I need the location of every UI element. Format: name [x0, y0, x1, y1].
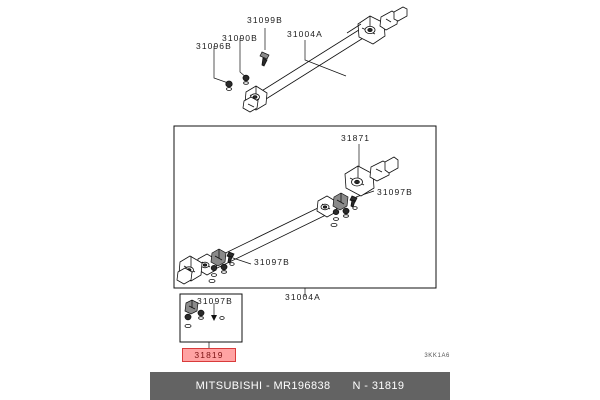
footer-brand: MITSUBISHI - MR196838	[195, 380, 331, 392]
footer-bar: MITSUBISHI - MR196838 N - 31819	[150, 372, 450, 400]
label-detail-31097b: 31097B	[197, 296, 233, 306]
detail-box-parts	[184, 299, 225, 348]
middle-front-joint	[176, 248, 235, 285]
top-front-yoke	[242, 85, 268, 113]
detail-box-frame	[179, 293, 243, 343]
top-shaft-group	[213, 6, 408, 113]
top-rear-slip-yoke	[346, 6, 408, 45]
label-31096b: 31096B	[196, 41, 232, 51]
diagram-code: 3KK1A6	[424, 353, 450, 359]
highlighted-part-number-box[interactable]: 31819	[182, 348, 236, 362]
label-31097b-right: 31097B	[377, 187, 413, 197]
center-bearing-yoke	[344, 156, 399, 197]
footer-reference: N - 31819	[352, 380, 405, 392]
label-31099b: 31099B	[247, 15, 283, 25]
label-31004a-mid: 31004A	[285, 292, 321, 302]
middle-rear-joint	[316, 192, 358, 227]
label-31090b: 31090B	[222, 33, 258, 43]
label-31004a-top: 31004A	[287, 29, 323, 39]
label-31871: 31871	[341, 133, 371, 143]
middle-shaft-group	[176, 144, 399, 297]
highlighted-part-number: 31819	[194, 350, 224, 360]
label-31097b-left: 31097B	[254, 257, 290, 267]
